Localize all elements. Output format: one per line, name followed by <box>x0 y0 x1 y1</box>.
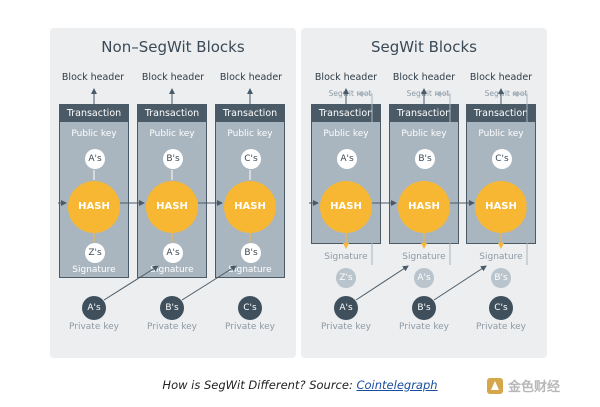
segwit-panel: SegWit Blocks Block header Block header … <box>301 28 547 358</box>
panel-title: Non–SegWit Blocks <box>101 38 245 56</box>
signature-circle: Z's <box>336 268 356 288</box>
non-segwit-panel: Non–SegWit Blocks Block header Block hea… <box>50 28 296 358</box>
block-header-label: Block header <box>469 72 533 83</box>
public-key-circle: C's <box>241 149 261 169</box>
public-key-circle: B's <box>415 149 435 169</box>
transaction-box: Transaction Public key A's HASH <box>311 104 381 244</box>
transaction-box: Transaction Public key C's HASH <box>466 104 536 244</box>
private-key-circle: A's <box>82 296 106 320</box>
signature-circle: Z's <box>85 243 105 263</box>
signature-label: Signature <box>72 265 116 275</box>
private-key-circle: C's <box>489 296 513 320</box>
private-key-circle: B's <box>412 296 436 320</box>
transaction-box: Transaction Public key B's HASH <box>389 104 459 244</box>
private-key-label: Private key <box>69 322 119 332</box>
block-header-label: Block header <box>392 72 456 83</box>
transaction-box: Transaction Public key A's HASH Z's Sign… <box>59 104 129 278</box>
signature-label: Signature <box>228 265 272 275</box>
public-key-circle: A's <box>337 149 357 169</box>
public-key-label: Public key <box>478 129 524 139</box>
private-key-label: Private key <box>225 322 275 332</box>
brand-logo-icon <box>487 377 503 394</box>
segwit-root-label: Segwit root <box>328 89 372 98</box>
signature-circle: B's <box>491 268 511 288</box>
public-key-label: Public key <box>149 129 195 139</box>
hash-circle: HASH <box>68 181 120 233</box>
source-link[interactable]: Cointelegraph <box>356 378 438 392</box>
hash-circle: HASH <box>146 181 198 233</box>
public-key-circle: A's <box>85 149 105 169</box>
public-key-circle: C's <box>492 149 512 169</box>
private-key-label: Private key <box>399 322 449 332</box>
caption-text: How is SegWit Different? Source: <box>162 378 357 392</box>
signature-label: Signature <box>324 252 368 262</box>
hash-circle: HASH <box>224 181 276 233</box>
signature-label: Signature <box>150 265 194 275</box>
transaction-box: Transaction Public key B's HASH A's Sign… <box>137 104 207 278</box>
transaction-label: Transaction <box>467 105 535 122</box>
figure-caption: How is SegWit Different? Source: Cointel… <box>0 378 600 392</box>
transaction-label: Transaction <box>138 105 206 122</box>
private-key-label: Private key <box>476 322 526 332</box>
segwit-root-label: Segwit root <box>406 89 450 98</box>
private-key-circle: B's <box>160 296 184 320</box>
transaction-label: Transaction <box>312 105 380 122</box>
block-header-label: Block header <box>141 72 205 83</box>
panel-title: SegWit Blocks <box>371 38 477 56</box>
public-key-label: Public key <box>71 129 117 139</box>
public-key-label: Public key <box>401 129 447 139</box>
private-key-circle: A's <box>334 296 358 320</box>
signature-circle: A's <box>414 268 434 288</box>
block-header-label: Block header <box>219 72 283 83</box>
hash-circle: HASH <box>475 181 527 233</box>
watermark-text: 金色财经 <box>508 380 561 395</box>
transaction-label: Transaction <box>60 105 128 122</box>
private-key-circle: C's <box>238 296 262 320</box>
public-key-label: Public key <box>227 129 273 139</box>
block-header-label: Block header <box>61 72 125 83</box>
hash-circle: HASH <box>320 181 372 233</box>
signature-label: Signature <box>479 252 523 262</box>
private-key-label: Private key <box>321 322 371 332</box>
watermark: 金色财经 <box>486 376 560 395</box>
signature-circle: B's <box>241 243 261 263</box>
hash-circle: HASH <box>398 181 450 233</box>
signature-circle: A's <box>163 243 183 263</box>
transaction-label: Transaction <box>390 105 458 122</box>
private-key-label: Private key <box>147 322 197 332</box>
public-key-circle: B's <box>163 149 183 169</box>
public-key-label: Public key <box>323 129 369 139</box>
signature-label: Signature <box>402 252 446 262</box>
segwit-root-label: Segwit root <box>484 89 528 98</box>
block-header-label: Block header <box>314 72 378 83</box>
transaction-box: Transaction Public key C's HASH B's Sign… <box>215 104 285 278</box>
transaction-label: Transaction <box>216 105 284 122</box>
